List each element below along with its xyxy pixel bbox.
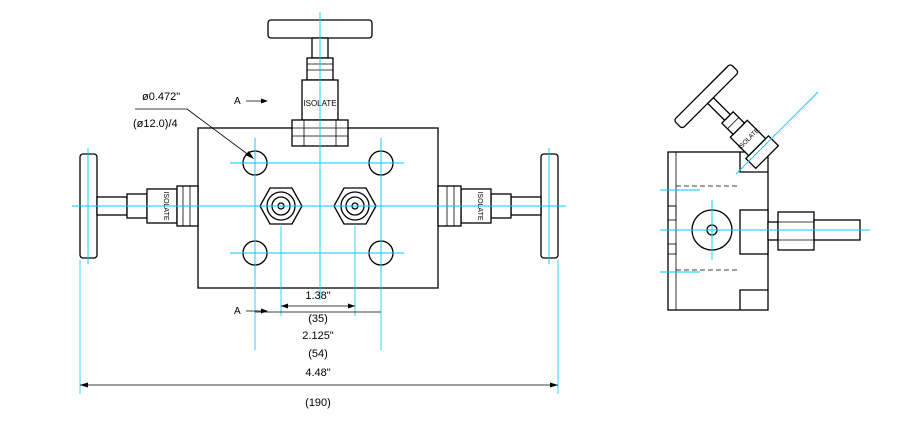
section-mark-top: A [234,96,268,107]
center-distance-in: 1.38" [305,290,330,302]
dim-overall-width: 4.48" (190) [80,367,558,409]
front-centerlines [72,12,566,394]
svg-text:A: A [234,96,241,107]
manifold-body [197,127,439,289]
hole-diameter-mm: (ø12.0)/4 [133,118,178,130]
mount-distance-mm: (54) [308,348,328,360]
dim-center-distance: 1.38" (35) [281,290,355,325]
side-body [667,151,769,311]
overall-width-in: 4.48" [305,367,330,379]
center-distance-mm: (35) [308,313,328,325]
front-view: ISOLATE ISOLATE ISOLATE [72,12,566,409]
mount-distance-in: 2.125" [302,330,334,342]
svg-text:A: A [234,306,241,317]
hole-diameter-callout: ø0.472" (ø12.0)/4 [133,91,254,159]
section-mark-bottom: A [234,306,268,317]
side-isolate-valve: ISOLATE [674,64,780,170]
dim-mount-distance: 2.125" (54) [255,311,381,360]
overall-width-mm: (190) [305,397,331,409]
side-view: ISOLATE [660,64,870,311]
hole-diameter-in: ø0.472" [142,91,180,103]
